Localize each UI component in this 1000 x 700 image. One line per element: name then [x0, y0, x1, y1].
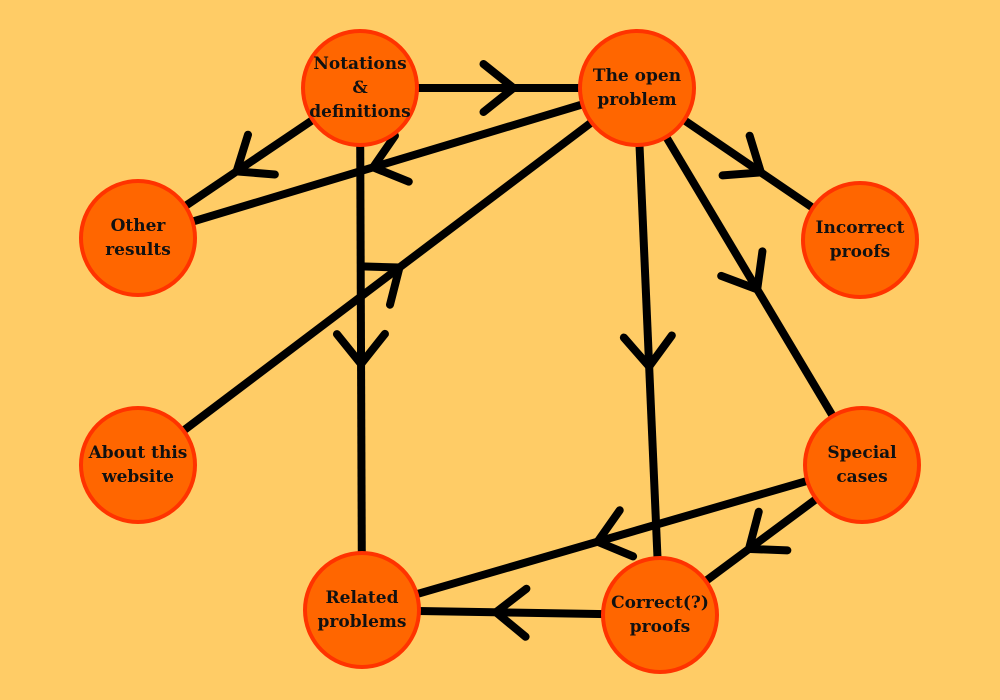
- node-label: Special cases: [827, 443, 897, 487]
- arrowhead-icon: [619, 331, 676, 373]
- edge-line: [135, 84, 640, 469]
- node-other-results[interactable]: Other results: [79, 179, 197, 297]
- node-open-problem[interactable]: The open problem: [578, 29, 696, 147]
- node-label: About this website: [88, 443, 188, 487]
- edge-line: [360, 461, 864, 614]
- node-correct-proofs[interactable]: Correct(?) proofs: [601, 556, 719, 674]
- node-about[interactable]: About this website: [79, 406, 197, 524]
- edge-open-other: [136, 84, 639, 242]
- node-related-problems[interactable]: Related problems: [303, 551, 421, 669]
- node-label: Notations & definitions: [309, 54, 411, 122]
- node-notations[interactable]: Notations & definitions: [301, 29, 419, 147]
- arrowhead-icon: [489, 584, 531, 641]
- arrowhead-icon: [717, 247, 767, 295]
- edge-line: [356, 87, 366, 611]
- node-label: Related problems: [317, 588, 407, 632]
- edge-about-open: [135, 84, 640, 469]
- node-label: Correct(?) proofs: [611, 593, 709, 637]
- edge-line: [136, 84, 639, 242]
- edge-open-special: [633, 85, 866, 468]
- node-label: Incorrect proofs: [815, 218, 905, 262]
- arrowhead-icon: [231, 130, 279, 179]
- arrowhead-icon: [718, 131, 767, 180]
- edge-line: [633, 85, 866, 468]
- node-label: Other results: [105, 216, 171, 260]
- node-incorrect-proofs[interactable]: Incorrect proofs: [801, 181, 919, 299]
- arrowhead-icon: [357, 262, 405, 309]
- edge-special-related: [360, 461, 864, 614]
- node-label: The open problem: [592, 66, 682, 110]
- arrowhead-icon: [591, 506, 638, 561]
- arrowhead-icon: [743, 507, 792, 555]
- node-special-cases[interactable]: Special cases: [803, 406, 921, 524]
- arrowhead-icon: [332, 329, 389, 371]
- arrowhead-icon: [367, 131, 413, 186]
- arrowhead-icon: [479, 60, 520, 116]
